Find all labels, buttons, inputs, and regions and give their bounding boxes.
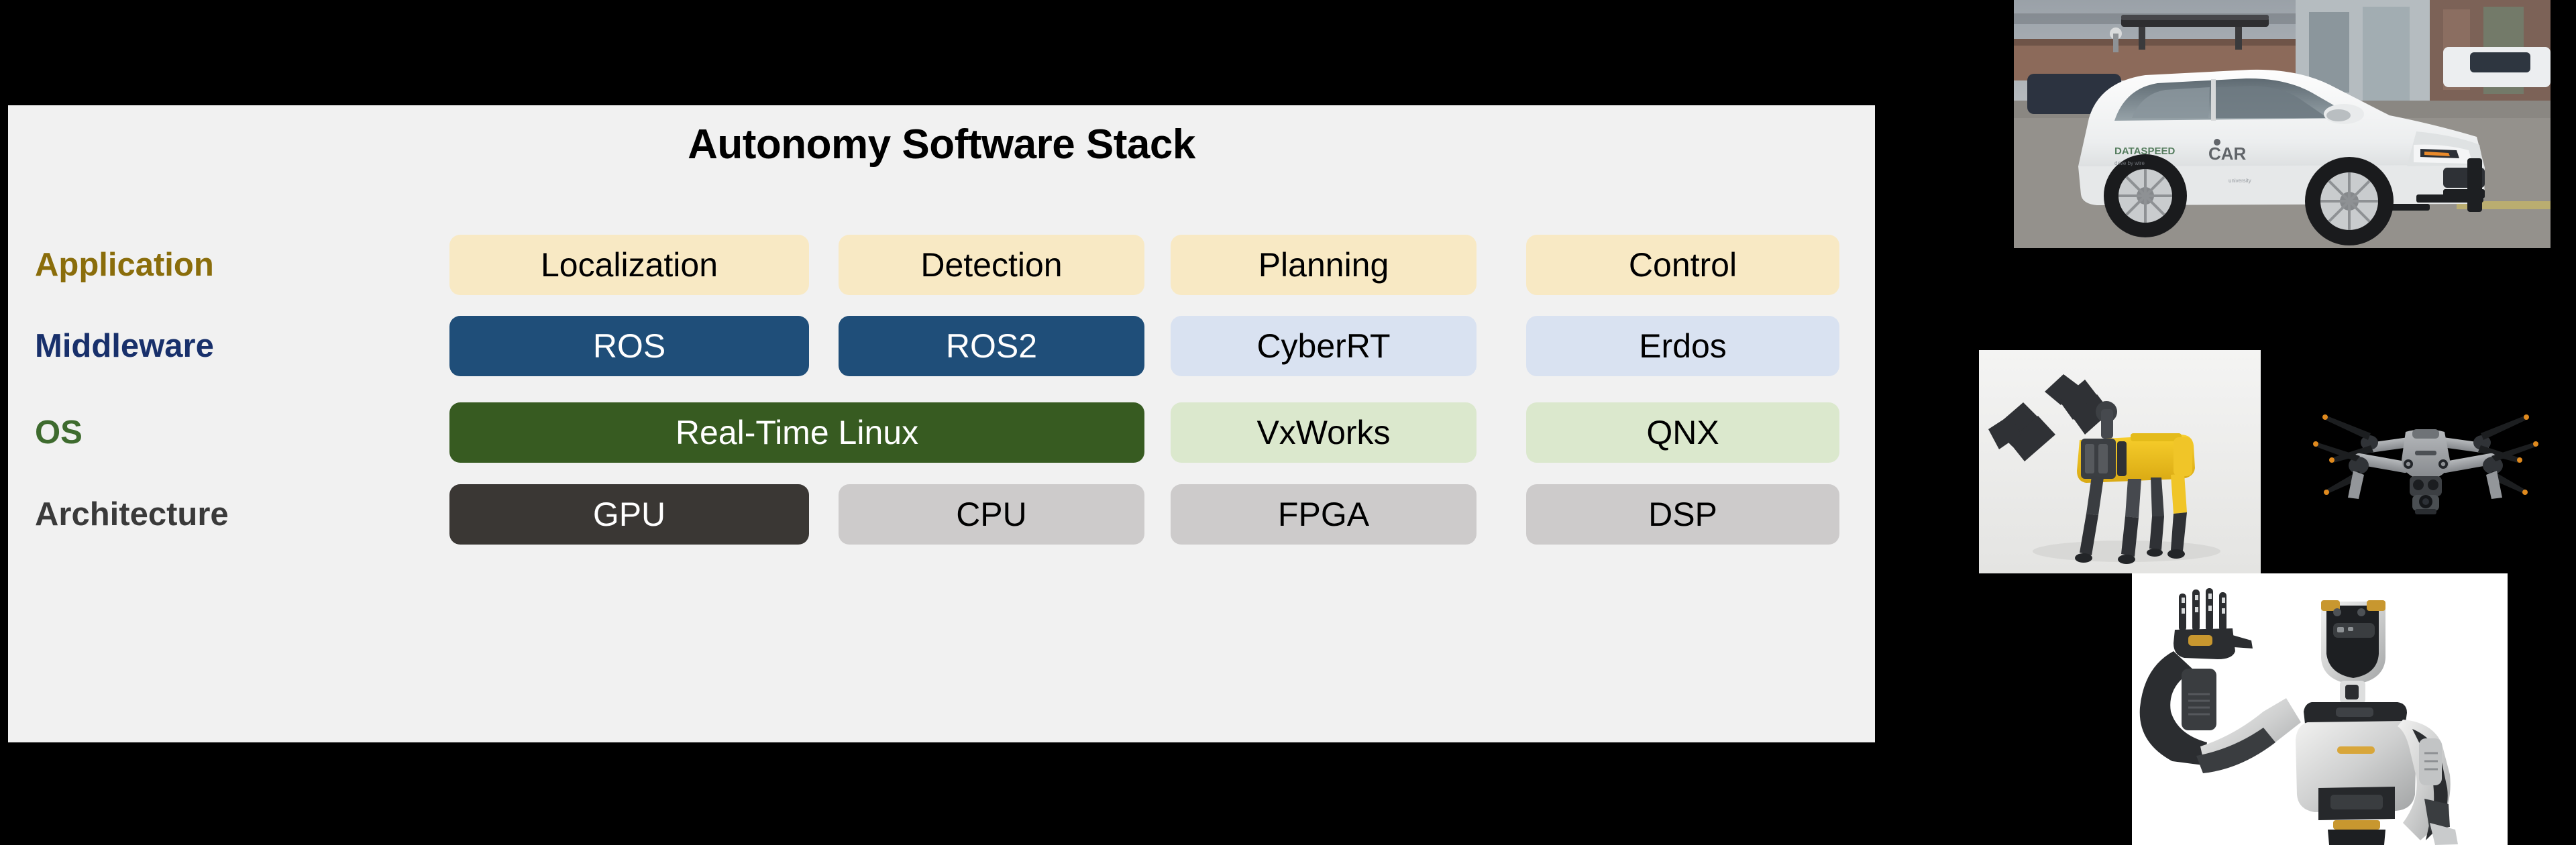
quadruped-robot-photo — [1979, 350, 2261, 573]
stack-cell-gpu[interactable]: GPU — [449, 484, 809, 545]
humanoid-robot-illustration — [2132, 573, 2508, 845]
stack-cell-qnx[interactable]: QNX — [1526, 402, 1839, 463]
stack-cell-detection[interactable]: Detection — [839, 235, 1144, 295]
stack-cell-real-time-linux[interactable]: Real-Time Linux — [449, 402, 1144, 463]
stack-cell-planning[interactable]: Planning — [1171, 235, 1477, 295]
stack-cell-vxworks[interactable]: VxWorks — [1171, 402, 1477, 463]
quadruped-robot-illustration — [1979, 350, 2261, 573]
autonomy-stack-panel: Autonomy Software Stack Application Loca… — [8, 105, 1875, 742]
stack-cell-ros[interactable]: ROS — [449, 316, 809, 376]
autonomous-vehicle-photo: DATASPEED drive by wire CAR university — [2014, 0, 2551, 248]
stack-cell-fpga[interactable]: FPGA — [1171, 484, 1477, 545]
svg-text:DATASPEED: DATASPEED — [2114, 146, 2175, 157]
row-label-architecture: Architecture — [35, 496, 229, 532]
quadcopter-drone-photo — [2301, 376, 2549, 543]
row-label-middleware: Middleware — [35, 327, 214, 364]
row-label-os: OS — [35, 414, 83, 451]
stack-cell-cyberrt[interactable]: CyberRT — [1171, 316, 1477, 376]
stack-row-application: Application Localization Detection Plann… — [8, 235, 1875, 295]
svg-text:university: university — [2229, 178, 2251, 184]
page-title: Autonomy Software Stack — [688, 121, 1195, 168]
stack-cell-dsp[interactable]: DSP — [1526, 484, 1839, 545]
stack-cell-localization[interactable]: Localization — [449, 235, 809, 295]
stack-cell-ros2[interactable]: ROS2 — [839, 316, 1144, 376]
stack-cell-control[interactable]: Control — [1526, 235, 1839, 295]
stack-row-middleware: Middleware ROS ROS2 CyberRT Erdos — [8, 316, 1875, 376]
row-label-application: Application — [35, 246, 214, 283]
svg-text:drive by wire: drive by wire — [2114, 160, 2145, 166]
humanoid-robot-photo — [2132, 573, 2508, 845]
stack-cell-erdos[interactable]: Erdos — [1526, 316, 1839, 376]
svg-text:CAR: CAR — [2208, 144, 2247, 164]
quadcopter-drone-illustration — [2301, 376, 2549, 543]
stack-row-os: OS Real-Time Linux VxWorks QNX — [8, 402, 1875, 463]
stack-cell-cpu[interactable]: CPU — [839, 484, 1144, 545]
stack-row-architecture: Architecture GPU CPU FPGA DSP — [8, 484, 1875, 545]
autonomous-vehicle-illustration: DATASPEED drive by wire CAR university — [2014, 0, 2551, 248]
